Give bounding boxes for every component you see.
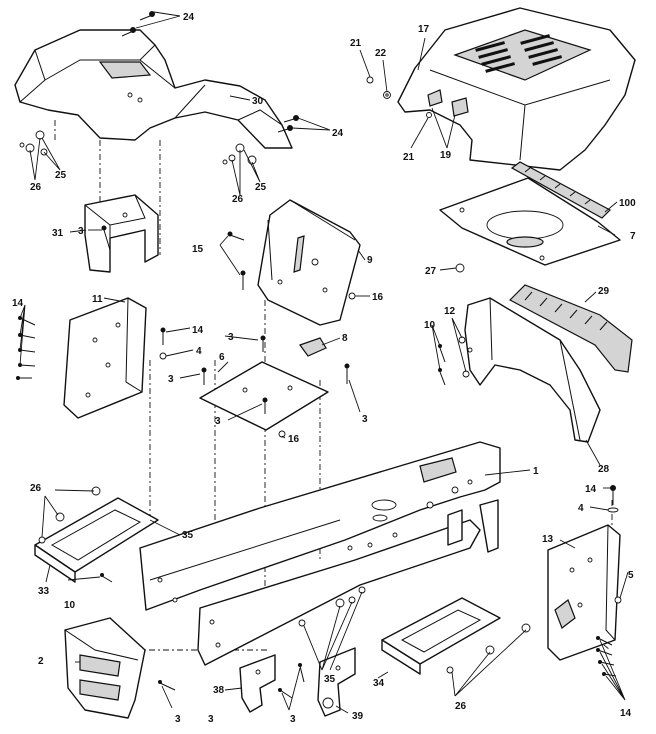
left-footrest	[34, 497, 159, 583]
front-plate	[64, 617, 146, 719]
screw-27	[455, 263, 465, 273]
callout-21-top: 21	[350, 38, 362, 49]
callout-3-c: 3	[168, 374, 174, 385]
callout-29: 29	[598, 286, 610, 297]
callout-7: 7	[630, 231, 636, 242]
leader-lines	[19, 11, 629, 714]
callout-4-mid: 4	[196, 346, 202, 357]
callout-labels: 24 30 24 26 25 26 25 17 21 22 21 19 100 …	[12, 12, 636, 725]
callout-25-left: 25	[55, 170, 67, 181]
callout-1: 1	[533, 466, 539, 477]
callout-24-top: 24	[183, 12, 195, 23]
right-footrest	[381, 597, 501, 675]
callout-8: 8	[342, 333, 348, 344]
callout-17: 17	[418, 24, 430, 35]
callout-14-left: 14	[12, 298, 24, 309]
callout-14-right: 14	[585, 484, 597, 495]
callout-35-bottom: 35	[324, 674, 336, 685]
callout-14-bottom: 14	[620, 708, 632, 719]
hood	[397, 7, 636, 171]
bracket-31	[84, 194, 159, 273]
weatherstrip	[510, 161, 611, 219]
callout-3-h: 3	[208, 714, 214, 725]
callout-27: 27	[425, 266, 437, 277]
callout-4-right: 4	[578, 503, 584, 514]
callout-26-mid: 26	[232, 194, 244, 205]
rear-fender	[14, 29, 293, 149]
callout-26-bottom-left: 26	[30, 483, 42, 494]
callout-16-top: 16	[372, 292, 384, 303]
left-side-bracket	[63, 297, 147, 419]
callout-3-d: 3	[362, 414, 368, 425]
bracket-39	[317, 647, 356, 717]
callout-12: 12	[444, 306, 456, 317]
callout-11: 11	[92, 294, 103, 305]
callout-6: 6	[219, 352, 225, 363]
hood-pan	[439, 177, 621, 266]
hood-hardware	[366, 76, 432, 118]
callout-16-mid: 16	[288, 434, 300, 445]
callout-3-b: 3	[228, 332, 234, 343]
callout-9: 9	[367, 255, 373, 266]
callout-100: 100	[619, 198, 636, 209]
bracket-38	[239, 654, 276, 713]
clamp-8	[299, 337, 327, 357]
callout-3-f: 3	[175, 714, 181, 725]
callout-15: 15	[192, 244, 204, 255]
callout-3-g: 3	[290, 714, 296, 725]
callout-39: 39	[352, 711, 364, 722]
callout-14-mid: 14	[192, 325, 204, 336]
callout-30: 30	[252, 96, 264, 107]
callout-25-mid: 25	[255, 182, 267, 193]
callout-34: 34	[373, 678, 385, 689]
callout-10-left: 10	[64, 600, 76, 611]
callout-5: 5	[628, 570, 634, 581]
callout-19: 19	[440, 150, 452, 161]
callout-22: 22	[375, 48, 387, 59]
callout-38: 38	[213, 685, 225, 696]
dash-panel	[257, 199, 361, 326]
callout-3-a: 3	[78, 226, 84, 237]
callout-33: 33	[38, 586, 50, 597]
grille	[509, 284, 633, 373]
callout-28: 28	[598, 464, 610, 475]
callout-10-right: 10	[424, 320, 436, 331]
main-frame	[139, 441, 501, 666]
callout-35-left: 35	[182, 530, 194, 541]
right-side-bracket	[547, 524, 621, 661]
fasteners	[16, 11, 622, 699]
callout-2: 2	[38, 656, 44, 667]
callout-26-bottom-right: 26	[455, 701, 467, 712]
nose-frame	[464, 297, 601, 443]
callout-21-bottom: 21	[403, 152, 415, 163]
callout-3-e: 3	[215, 416, 221, 427]
callout-26-left: 26	[30, 182, 42, 193]
callout-31: 31	[52, 228, 64, 239]
callout-24-right: 24	[332, 128, 344, 139]
callout-13: 13	[542, 534, 554, 545]
plate-6	[199, 361, 329, 431]
